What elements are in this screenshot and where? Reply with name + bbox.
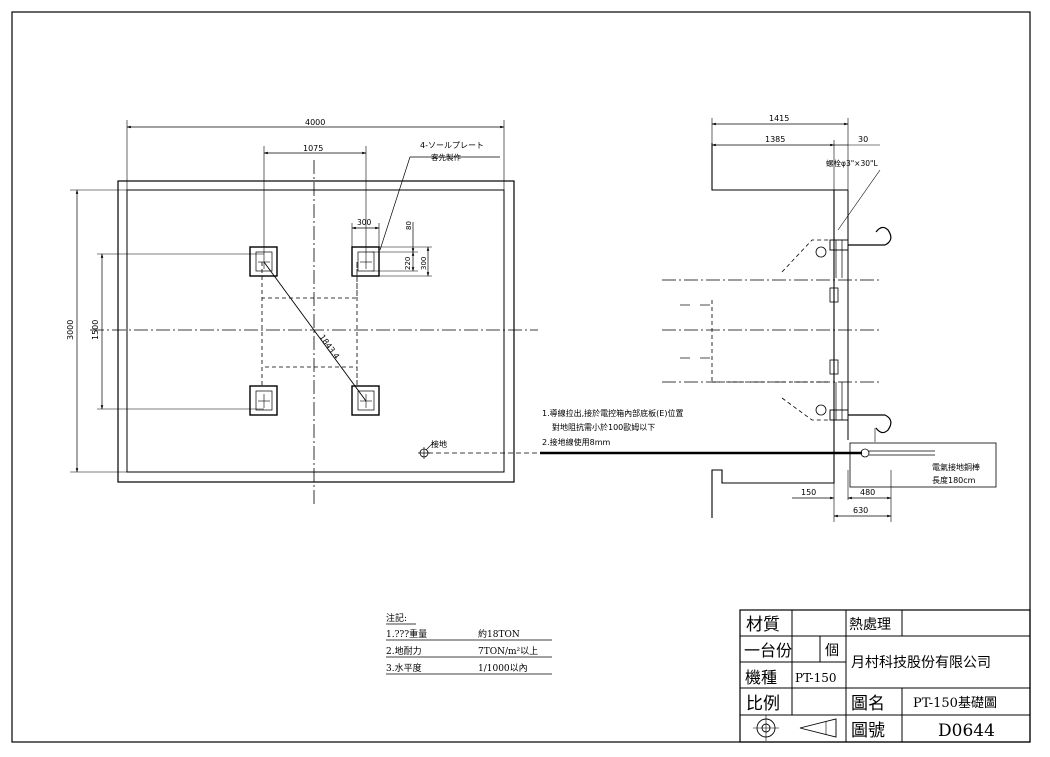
note-row-1-item: 1.???重量	[386, 628, 427, 640]
drawing-name-label: 圖名	[851, 694, 885, 714]
scale-label: 比例	[746, 694, 780, 714]
dim-1415-label: 1415	[769, 114, 789, 123]
notes-table: 注記: 1.???重量 約18TON 2.地耐力 7TON/m²以上 3.水平度…	[386, 612, 552, 675]
drawing-name-value: PT-150基礎圖	[913, 696, 997, 711]
dim-80-label: 80	[405, 221, 413, 230]
sole-plate-bottom-left	[249, 385, 278, 416]
dim-150-label: 150	[801, 488, 816, 497]
sole-plate-note: 客先製作	[431, 152, 461, 162]
quantity-unit: 個	[825, 643, 839, 659]
dim-630-label: 630	[853, 506, 868, 515]
upper-anchor-bolt	[815, 226, 892, 278]
dim-1075-label: 1075	[303, 144, 323, 153]
plan-labels: 4000 1075 300 80 220 300 3000 1500 1843.…	[66, 118, 484, 449]
anchor-bolt-label: 螺栓φ3"×30"L	[826, 158, 878, 168]
ground-label: 接地	[431, 439, 447, 449]
dim-1385-label: 1385	[765, 135, 785, 144]
drawing-no-value: D0644	[938, 721, 995, 741]
sole-plate-top-right	[351, 246, 380, 277]
note-row-2-item: 2.地耐力	[386, 645, 422, 657]
lower-anchor-bolt	[815, 382, 892, 434]
wiring-note-1: 1.導線拉出,接於電控箱內部底板(E)位置	[542, 408, 683, 418]
note-row-2-value: 7TON/m²以上	[478, 646, 538, 657]
diagonal-dimension-line	[263, 261, 367, 402]
model-value: PT-150	[795, 671, 837, 685]
ground-rod-label: 電氣接地銅棒	[932, 462, 980, 472]
sole-plate-leader	[379, 156, 500, 251]
company-name: 月村科技股份有限公司	[851, 655, 991, 671]
model-label: 機種	[745, 668, 777, 687]
foundation-section-outline	[711, 143, 835, 518]
drawing-no-label: 圖號	[851, 721, 885, 741]
elevation-labels: 1415 1385 30 螺栓φ3"×30"L 150 480 630 電氣接地…	[765, 114, 980, 515]
sheet-border	[11, 11, 1031, 743]
dim-30-label: 30	[858, 135, 868, 144]
material-label: 材質	[746, 615, 780, 635]
note-row-3-item: 3.水平度	[386, 662, 422, 674]
ground-rod-length: 長度180cm	[932, 475, 976, 485]
wiring-note-2: 2.接地線使用8mm	[542, 437, 611, 447]
projection-symbol-cone-icon	[799, 718, 837, 738]
sole-plate-bottom-right	[351, 385, 380, 416]
sole-plate-top-left	[249, 246, 278, 277]
dim-diagonal-label: 1843.4	[317, 333, 341, 361]
heat-treatment-label: 熱處理	[849, 617, 891, 633]
title-block-labels: 材質 熱處理 一台份 個 月村科技股份有限公司 機種 PT-150 比例 圖名 …	[744, 615, 997, 741]
dim-480-label: 480	[860, 488, 875, 497]
note-row-1-value: 約18TON	[478, 628, 520, 640]
dim-300-label: 300	[357, 218, 372, 227]
dim-1500-label: 1500	[91, 320, 100, 340]
note-row-3-value: 1/1000以內	[478, 663, 528, 674]
dim-4000-label: 4000	[305, 118, 325, 127]
foundation-outer-outline	[117, 180, 515, 483]
elevation-view	[540, 118, 997, 522]
ground-rod-callout-box	[849, 442, 997, 488]
wiring-notes: 1.導線拉出,接於電控箱內部底板(E)位置 對地阻抗需小於100歐姆以下 2.接…	[542, 408, 683, 447]
plan-view	[70, 120, 540, 505]
quantity-label: 一台份	[744, 641, 792, 660]
title-block	[739, 609, 1031, 743]
dim-220-label: 220	[404, 257, 412, 270]
wiring-note-1-cont: 對地阻抗需小於100歐姆以下	[552, 422, 655, 432]
sole-plate-label: 4-ソールプレート	[420, 141, 484, 150]
foundation-inner-outline	[126, 189, 505, 473]
dim-3000-label: 3000	[66, 320, 75, 340]
dim-300-vertical-label: 300	[420, 257, 428, 270]
notes-heading: 注記:	[386, 612, 407, 624]
